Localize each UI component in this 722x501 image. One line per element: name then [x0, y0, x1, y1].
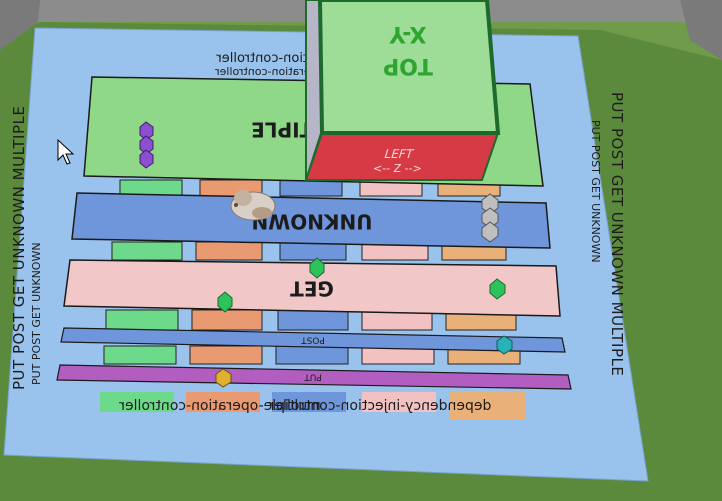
cube-top-face	[317, 0, 501, 135]
teal-token-post[interactable]	[496, 335, 513, 355]
green-token-get-right[interactable]	[489, 278, 506, 300]
lane-get-label: GET	[290, 277, 334, 301]
lane-post-label: POST	[301, 335, 325, 345]
connector-tiles	[100, 179, 526, 420]
cube-left-line-2: <-- Z -->	[372, 162, 422, 175]
lane-post-label-group: POST	[301, 335, 325, 345]
cube-left-line-1: LEFT	[384, 147, 416, 161]
left-wall-label-2-group: PUT POST GET UNKNOWN	[30, 242, 43, 385]
left-wall-label-group: PUT POST GET UNKNOWN MULTIPLE	[10, 106, 28, 390]
lane-put[interactable]	[56, 364, 572, 390]
mouse-cursor-icon	[57, 138, 75, 165]
lane-put-label-group: PUT	[304, 372, 322, 382]
right-wall-top	[680, 0, 722, 60]
lane-get[interactable]	[63, 259, 561, 317]
lane-get-label-group: GET	[290, 277, 334, 301]
bottom-caption-2: multiple-operation-controller	[119, 398, 321, 414]
cube-top-line-1: TOP	[383, 53, 433, 78]
right-wall-label-2-group: PUT POST GET UNKNOWN	[589, 120, 602, 263]
lane-put-label: PUT	[304, 372, 322, 382]
yellow-token-put[interactable]	[215, 368, 232, 388]
bottom-captions: dependency-injection-controller multiple…	[119, 398, 491, 414]
green-token-get-left[interactable]	[217, 291, 233, 313]
right-wall-label-group: PUT POST GET UNKNOWN MULTIPLE	[608, 92, 626, 376]
gray-stack-token[interactable]	[481, 193, 499, 243]
lane-unknown[interactable]	[71, 192, 551, 249]
cube-top-label-group: TOP X-Y	[383, 21, 433, 78]
left-wall-top	[0, 0, 40, 50]
green-token-get-center[interactable]	[309, 257, 325, 279]
bottom-caption-1: dependency-injection-controller	[268, 398, 491, 414]
cube-top-line-2: X-Y	[388, 21, 426, 46]
avatar[interactable]	[230, 190, 276, 221]
cube-left-label-group: LEFT <-- Z -->	[372, 147, 422, 175]
purple-stack-token[interactable]	[139, 121, 154, 169]
orientation-cube[interactable]: TOP X-Y LEFT <-- Z -->	[304, 0, 501, 181]
right-wall-label-2: PUT POST GET UNKNOWN	[589, 120, 602, 263]
left-wall-label: PUT POST GET UNKNOWN MULTIPLE	[10, 106, 28, 390]
right-wall-label: PUT POST GET UNKNOWN MULTIPLE	[608, 92, 626, 376]
left-wall-label-2: PUT POST GET UNKNOWN	[30, 242, 43, 385]
lane-post[interactable]	[60, 327, 566, 353]
